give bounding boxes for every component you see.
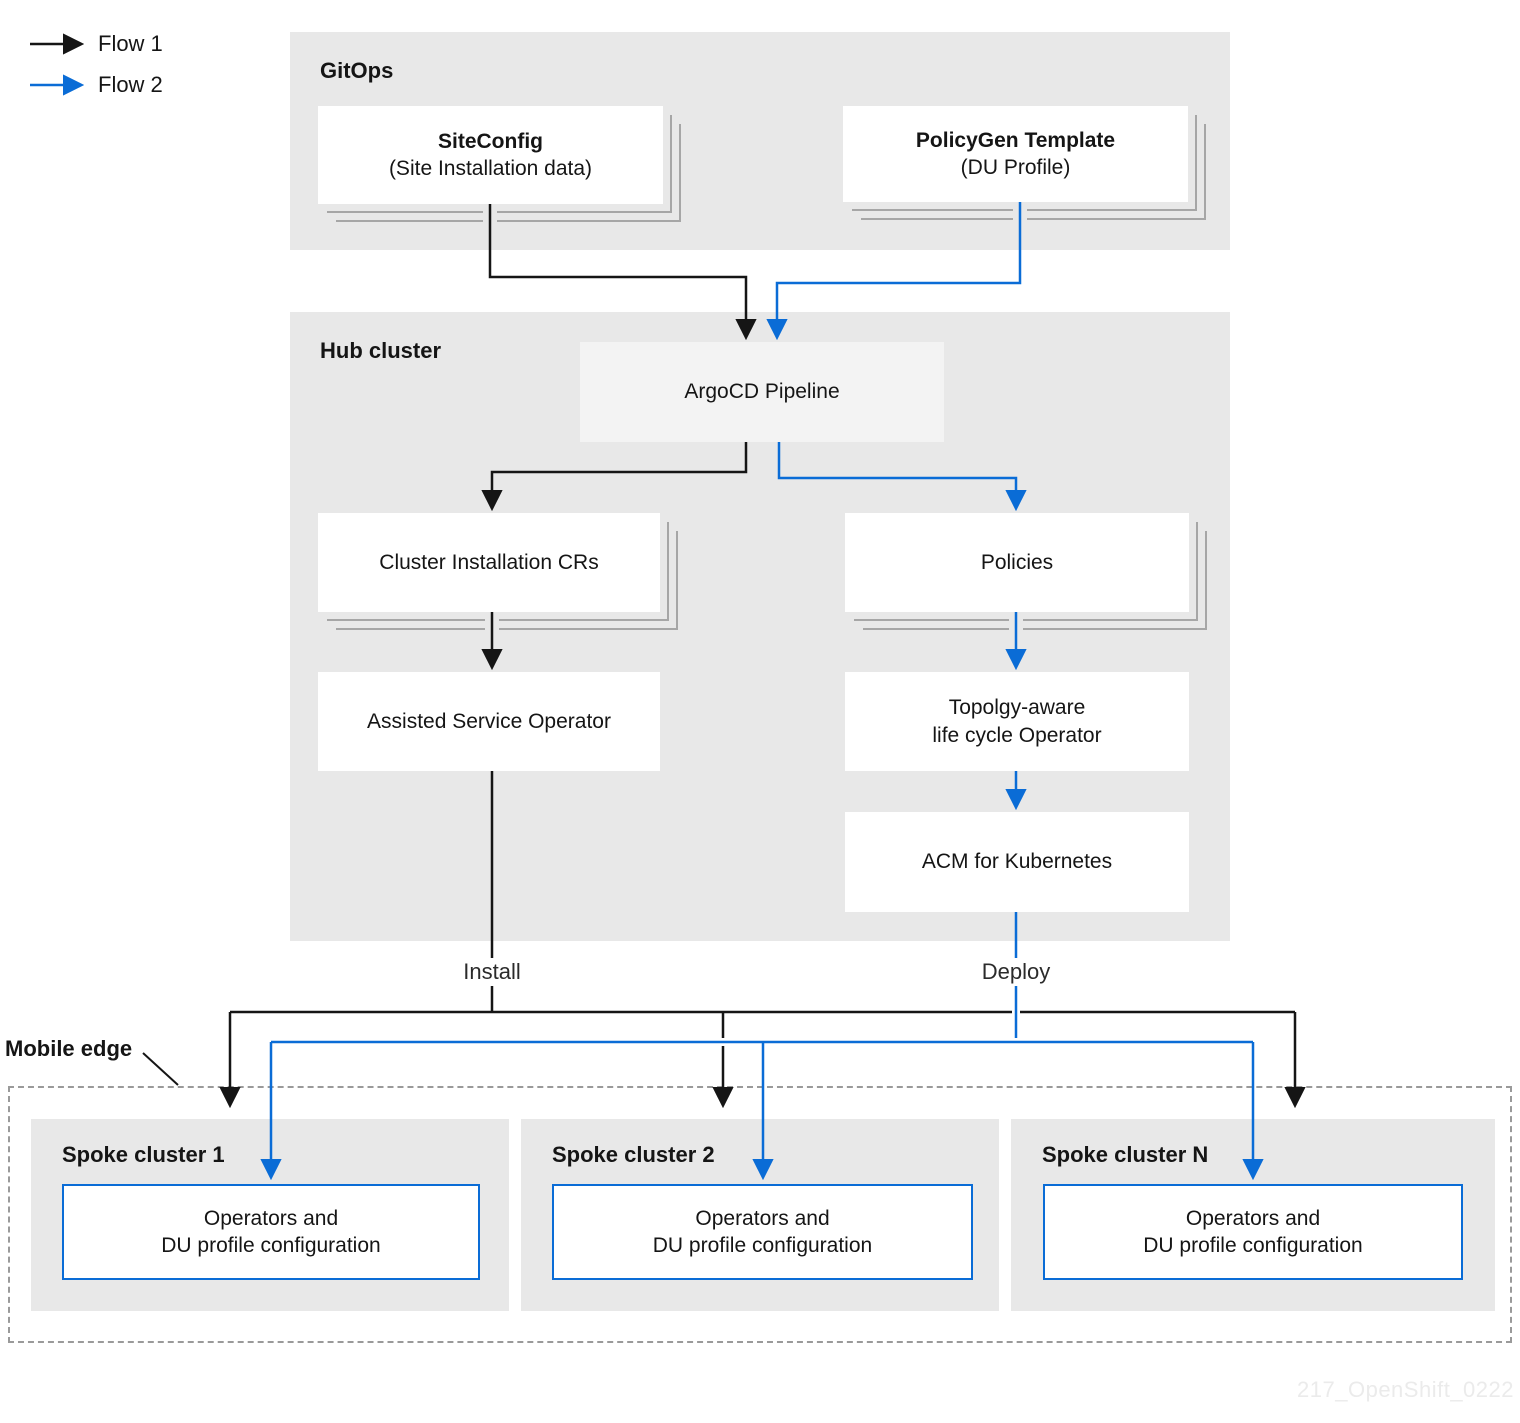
policies-ghost-1 (854, 522, 1198, 621)
topology-operator-line2: life cycle Operator (932, 723, 1102, 747)
spoke-2-du-line2: DU profile configuration (652, 1234, 873, 1257)
topology-operator-line1: Topolgy-aware (948, 696, 1086, 720)
spoke-n-du-line1: Operators and (1185, 1206, 1321, 1230)
policies-box: Policies (845, 513, 1189, 612)
deploy-label: Deploy (971, 958, 1061, 986)
mobile-edge-label: Mobile edge (5, 1036, 133, 1061)
mobile-edge-pointer-line (142, 1052, 179, 1086)
policygen-subtitle: (DU Profile) (960, 156, 1071, 179)
assisted-service-operator-box: Assisted Service Operator (318, 672, 660, 771)
policygen-ghost-2 (861, 124, 1206, 220)
gitops-label: GitOps (320, 58, 394, 83)
policygen-stack: PolicyGen Template (DU Profile) (843, 106, 1206, 220)
spoke-1-du-line1: Operators and (203, 1206, 339, 1230)
siteconfig-box: SiteConfig (Site Installation data) (318, 106, 663, 204)
siteconfig-stack: SiteConfig (Site Installation data) (318, 106, 681, 222)
topology-operator-box: Topolgy-aware life cycle Operator (845, 672, 1189, 771)
cluster-install-crs-stack: Cluster Installation CRs (318, 513, 678, 630)
spoke-cluster-1-label: Spoke cluster 1 (62, 1142, 225, 1167)
spoke-cluster-2-label: Spoke cluster 2 (552, 1142, 715, 1167)
policies-stack: Policies (845, 513, 1207, 630)
cluster-install-crs-label: Cluster Installation CRs (379, 550, 599, 574)
argocd-pipeline-label: ArgoCD Pipeline (684, 380, 840, 403)
argocd-pipeline-box: ArgoCD Pipeline (580, 342, 944, 442)
policies-ghost-2 (863, 531, 1207, 630)
siteconfig-title: SiteConfig (438, 129, 543, 153)
acm-kubernetes-label: ACM for Kubernetes (921, 850, 1113, 874)
assisted-service-operator-label: Assisted Service Operator (367, 709, 611, 733)
spoke-2-du-line1: Operators and (695, 1206, 830, 1230)
legend-flow2-label: Flow 2 (98, 72, 163, 97)
policies-label: Policies (980, 550, 1054, 574)
acm-kubernetes-box: ACM for Kubernetes (845, 812, 1189, 912)
install-label: Install (453, 958, 531, 986)
mobile-edge-region (8, 1086, 1512, 1343)
cluster-install-crs-ghost-2 (336, 531, 678, 630)
spoke-n-du-line2: DU profile configuration (1143, 1234, 1363, 1257)
spoke-cluster-2-du-box: Operators and DU profile configuration (552, 1184, 973, 1280)
spoke-1-du-line2: DU profile configuration (161, 1234, 381, 1257)
hub-cluster-label: Hub cluster (320, 338, 442, 363)
spoke-cluster-n-label: Spoke cluster N (1042, 1142, 1209, 1167)
policygen-title: PolicyGen Template (915, 128, 1116, 152)
cluster-install-crs-box: Cluster Installation CRs (318, 513, 660, 612)
spoke-cluster-n-du-box: Operators and DU profile configuration (1043, 1184, 1463, 1280)
watermark-text: 217_OpenShift_0222 (1297, 1377, 1514, 1402)
spoke-cluster-1-du-box: Operators and DU profile configuration (62, 1184, 480, 1280)
legend-flow1-label: Flow 1 (98, 31, 163, 56)
siteconfig-subtitle: (Site Installation data) (388, 157, 593, 180)
policygen-box: PolicyGen Template (DU Profile) (843, 106, 1188, 202)
